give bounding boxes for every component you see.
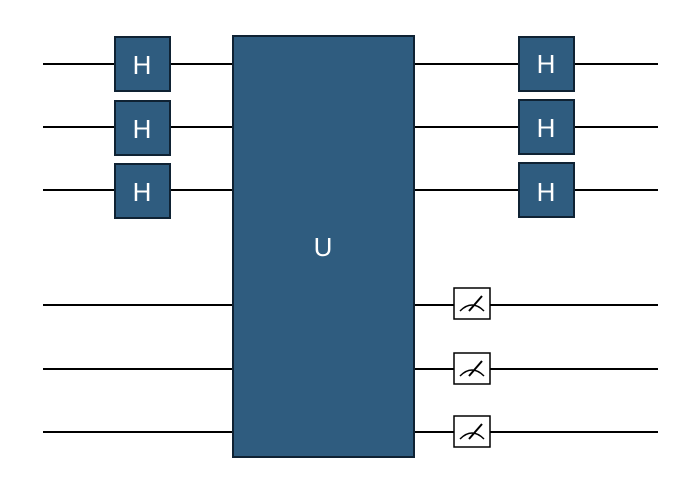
input-hadamard-gates: H H H	[114, 36, 171, 219]
measurement-meter-icon	[453, 415, 491, 448]
hadamard-gate-box	[518, 99, 575, 155]
hadamard-gate-label: H	[537, 113, 556, 143]
unitary-gate-label: U	[314, 232, 333, 262]
hadamard-gate-box	[114, 163, 171, 219]
unitary-gate-box	[232, 35, 415, 458]
hadamard-gate-box	[114, 36, 171, 92]
hadamard-gate-box	[518, 36, 575, 92]
unitary-gate: U	[232, 35, 415, 458]
measurement-meter-icon	[453, 352, 491, 385]
hadamard-gate-box	[518, 162, 575, 218]
hadamard-gate-out-1: H	[518, 99, 575, 155]
hadamard-gate-in-0: H	[114, 36, 171, 92]
hadamard-gate-label: H	[133, 50, 152, 80]
hadamard-gate-box	[114, 100, 171, 156]
hadamard-gate-label: H	[133, 177, 152, 207]
hadamard-gate-out-2: H	[518, 162, 575, 218]
hadamard-gate-label: H	[537, 177, 556, 207]
hadamard-gate-label: H	[537, 49, 556, 79]
measurement-meter-icon	[453, 287, 491, 320]
hadamard-gate-in-2: H	[114, 163, 171, 219]
hadamard-gate-label: H	[133, 114, 152, 144]
output-hadamard-gates: H H H	[518, 36, 575, 218]
hadamard-gate-in-1: H	[114, 100, 171, 156]
measurement-gates	[453, 287, 491, 448]
hadamard-gate-out-0: H	[518, 36, 575, 92]
